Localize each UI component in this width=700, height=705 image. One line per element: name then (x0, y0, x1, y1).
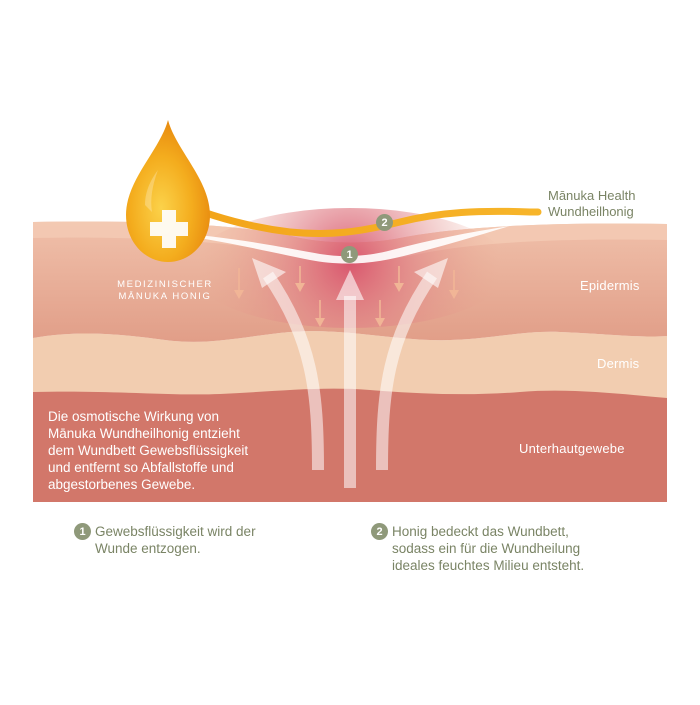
step-2-text: Honig bedeckt das Wundbett, sodass ein f… (392, 523, 584, 574)
product-label: Mānuka Health Wundheilhonig (548, 188, 635, 220)
arrow-down-3 (315, 300, 325, 327)
marker-1-badge: 1 (341, 246, 358, 263)
step-2-line3: ideales feuchtes Milieu entsteht. (392, 558, 585, 573)
wound-area (190, 208, 510, 328)
honey-drop (126, 120, 210, 262)
step-2-line2: sodass ein für die Wundheilung (392, 541, 581, 556)
product-label-line2: Wundheilhonig (548, 204, 634, 219)
description-line1: Die osmotische Wirkung von (48, 409, 220, 424)
step-2-badge: 2 (371, 523, 388, 540)
description-line5: abgestorbenes Gewebe. (48, 477, 196, 492)
drop-label-line2: MĀNUKA HONIG (118, 291, 212, 302)
upward-arrow-heads (252, 258, 448, 300)
arrow-head-center (336, 270, 364, 300)
honey-film (160, 226, 510, 264)
step-1-badge: 1 (74, 523, 91, 540)
arrow-down-2 (295, 266, 305, 292)
drop-label-line1: MEDIZINISCHER (117, 279, 213, 290)
marker-2-badge: 2 (376, 214, 393, 231)
arrow-head-left (252, 258, 286, 288)
step-1-line2: Wunde entzogen. (95, 541, 201, 556)
drop-label: MEDIZINISCHER MĀNUKA HONIG (100, 279, 230, 303)
arrow-down-6 (449, 270, 459, 299)
description-line2: Mānuka Wundheilhonig entzieht (48, 426, 240, 441)
arrow-down-1 (234, 268, 244, 299)
product-label-line1: Mānuka Health (548, 188, 636, 203)
arrow-up-right (376, 271, 437, 471)
arrow-down-4 (375, 300, 385, 327)
arrow-up-left (263, 271, 324, 471)
medical-cross-icon (150, 210, 188, 248)
description-line4: und entfernt so Abfallstoffe und (48, 460, 234, 475)
step-2-line1: Honig bedeckt das Wundbett, (392, 524, 569, 539)
honey-ribbon (168, 196, 542, 238)
arrow-down-5 (394, 266, 404, 292)
step-1: 1 Gewebsflüssigkeit wird der Wunde entzo… (74, 523, 256, 557)
upward-arrows (263, 271, 437, 488)
step-2: 2 Honig bedeckt das Wundbett, sodass ein… (371, 523, 584, 574)
epidermis-label: Epidermis (580, 278, 640, 293)
step-1-text: Gewebsflüssigkeit wird der Wunde entzoge… (95, 523, 256, 557)
dermis-label: Dermis (597, 356, 640, 371)
step-1-line1: Gewebsflüssigkeit wird der (95, 524, 256, 539)
arrow-head-right (414, 258, 448, 288)
subcutis-label: Unterhautgewebe (519, 441, 625, 456)
osmotic-description: Die osmotische Wirkung von Mānuka Wundhe… (48, 408, 248, 493)
description-line3: dem Wundbett Gewebsflüssigkeit (48, 443, 249, 458)
downward-arrows (234, 266, 459, 327)
